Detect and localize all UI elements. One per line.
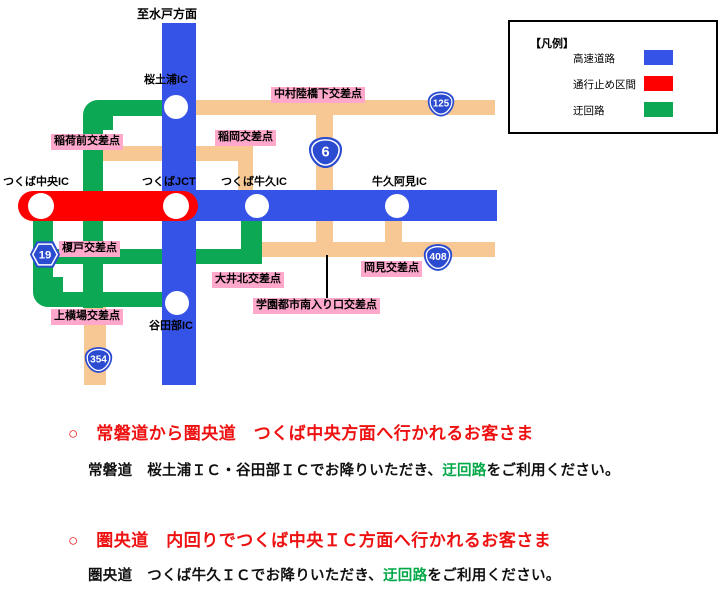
intersection-label-kamiyokoba: 上横場交差点 [51,309,123,325]
notice1-body: 常磐道 桜土浦ＩＣ・谷田部ＩＣでお降りいただき、迂回路をご利用ください。 [88,459,620,480]
legend-title: 【凡例】 [530,38,574,50]
intersection-label-inaoka: 稲岡交差点 [215,130,276,146]
local-road-south-horizontal [262,242,495,257]
notice2-body-prefix: 圏央道 つくば牛久ＩＣでお降りいただき、 [88,568,383,584]
svg-text:19: 19 [39,249,52,261]
intersection-label-enokido: 榎戸交差点 [59,241,120,257]
local-road-middle-south-stub [238,155,253,193]
ic-label-tsukuba-chuo: つくば中央IC [3,176,69,188]
svg-text:354: 354 [90,355,107,366]
route-19-shield-icon: 19 [29,241,61,268]
legend-swatch-detour [644,102,673,117]
ic-label-sakuratsuchiura: 桜土浦IC [144,74,188,86]
ic-label-tsukuba-ushiku: つくば牛久IC [221,176,287,188]
detour-ushiku-descent [241,212,262,264]
intersection-label-gakuen: 学園都市南入り口交差点 [253,298,380,314]
notice2-body: 圏央道 つくば牛久ＩＣでお降りいただき、迂回路をご利用ください。 [88,564,561,585]
ic-dot-ushiku-ami [385,194,409,218]
intersection-label-inarimae: 稲荷前交差点 [51,134,123,150]
intersection-label-oikita: 大井北交差点 [212,272,284,288]
kenodo-expressway-horizontal [165,190,497,221]
legend-label-highway: 高速道路 [573,53,615,65]
legend-swatch-closed [644,76,673,91]
notice2-detour-highlight: 迂回路 [382,568,428,584]
svg-text:6: 6 [321,145,329,161]
route6-vertical-road [316,108,333,253]
route-354-shield-icon: 354 [84,347,113,373]
detour-band-south-horizontal [55,292,172,307]
intersection-label-nakamura: 中村陸橋下交差点 [271,87,365,103]
detour-sakuratsuchiura-horizontal [100,100,170,116]
legend-swatch-highway [644,50,673,65]
ic-label-ushiku-ami: 牛久阿見IC [372,176,427,188]
route-125-shield-icon: 125 [427,91,455,117]
notice1-heading: ○ 常磐道から圏央道 つくば中央方面へ行かれるお客さま [68,424,534,443]
legend-label-closed: 通行止め区間 [573,79,636,91]
gakuen-leader-line [326,255,328,299]
map-area: 至水戸方面 桜土浦IC つくば中央IC つくばJCT つくば牛久IC 牛久阿見I… [3,7,718,385]
ic-dot-tsukuba-ushiku [245,194,269,218]
legend-label-detour: 迂回路 [573,105,605,117]
route-6-shield-icon: 6 [308,136,343,169]
notice1-body-prefix: 常磐道 桜土浦ＩＣ・谷田部ＩＣでお降りいただき、 [88,463,443,479]
ic-dot-tsukuba-chuo [28,193,54,219]
ic-label-yatabe: 谷田部IC [149,320,193,332]
notice2-body-suffix: をご利用ください。 [427,568,561,584]
ic-dot-yatabe [165,291,189,315]
route-408-shield-icon: 408 [423,244,453,271]
direction-label-mito: 至水戸方面 [137,7,198,21]
ic-dot-sakuratsuchiura [164,95,188,119]
ic-label-tsukuba-jct: つくばJCT [142,176,196,188]
notice1-body-suffix: をご利用ください。 [486,463,620,479]
intersection-label-okami: 岡見交差点 [361,261,422,277]
svg-text:408: 408 [429,252,447,263]
local-road-north-horizontal [193,100,495,115]
notice1-detour-highlight: 迂回路 [442,463,487,479]
ic-dot-tsukuba-jct [163,193,189,219]
svg-text:125: 125 [433,99,450,110]
legend-box: 【凡例】 高速道路 通行止め区間 迂回路 [508,20,718,134]
ushiku-ami-south-stub [385,218,402,257]
notice2-heading: ○ 圏央道 内回りでつくば中央ＩＣ方面へ行かれるお客さま [68,531,552,550]
